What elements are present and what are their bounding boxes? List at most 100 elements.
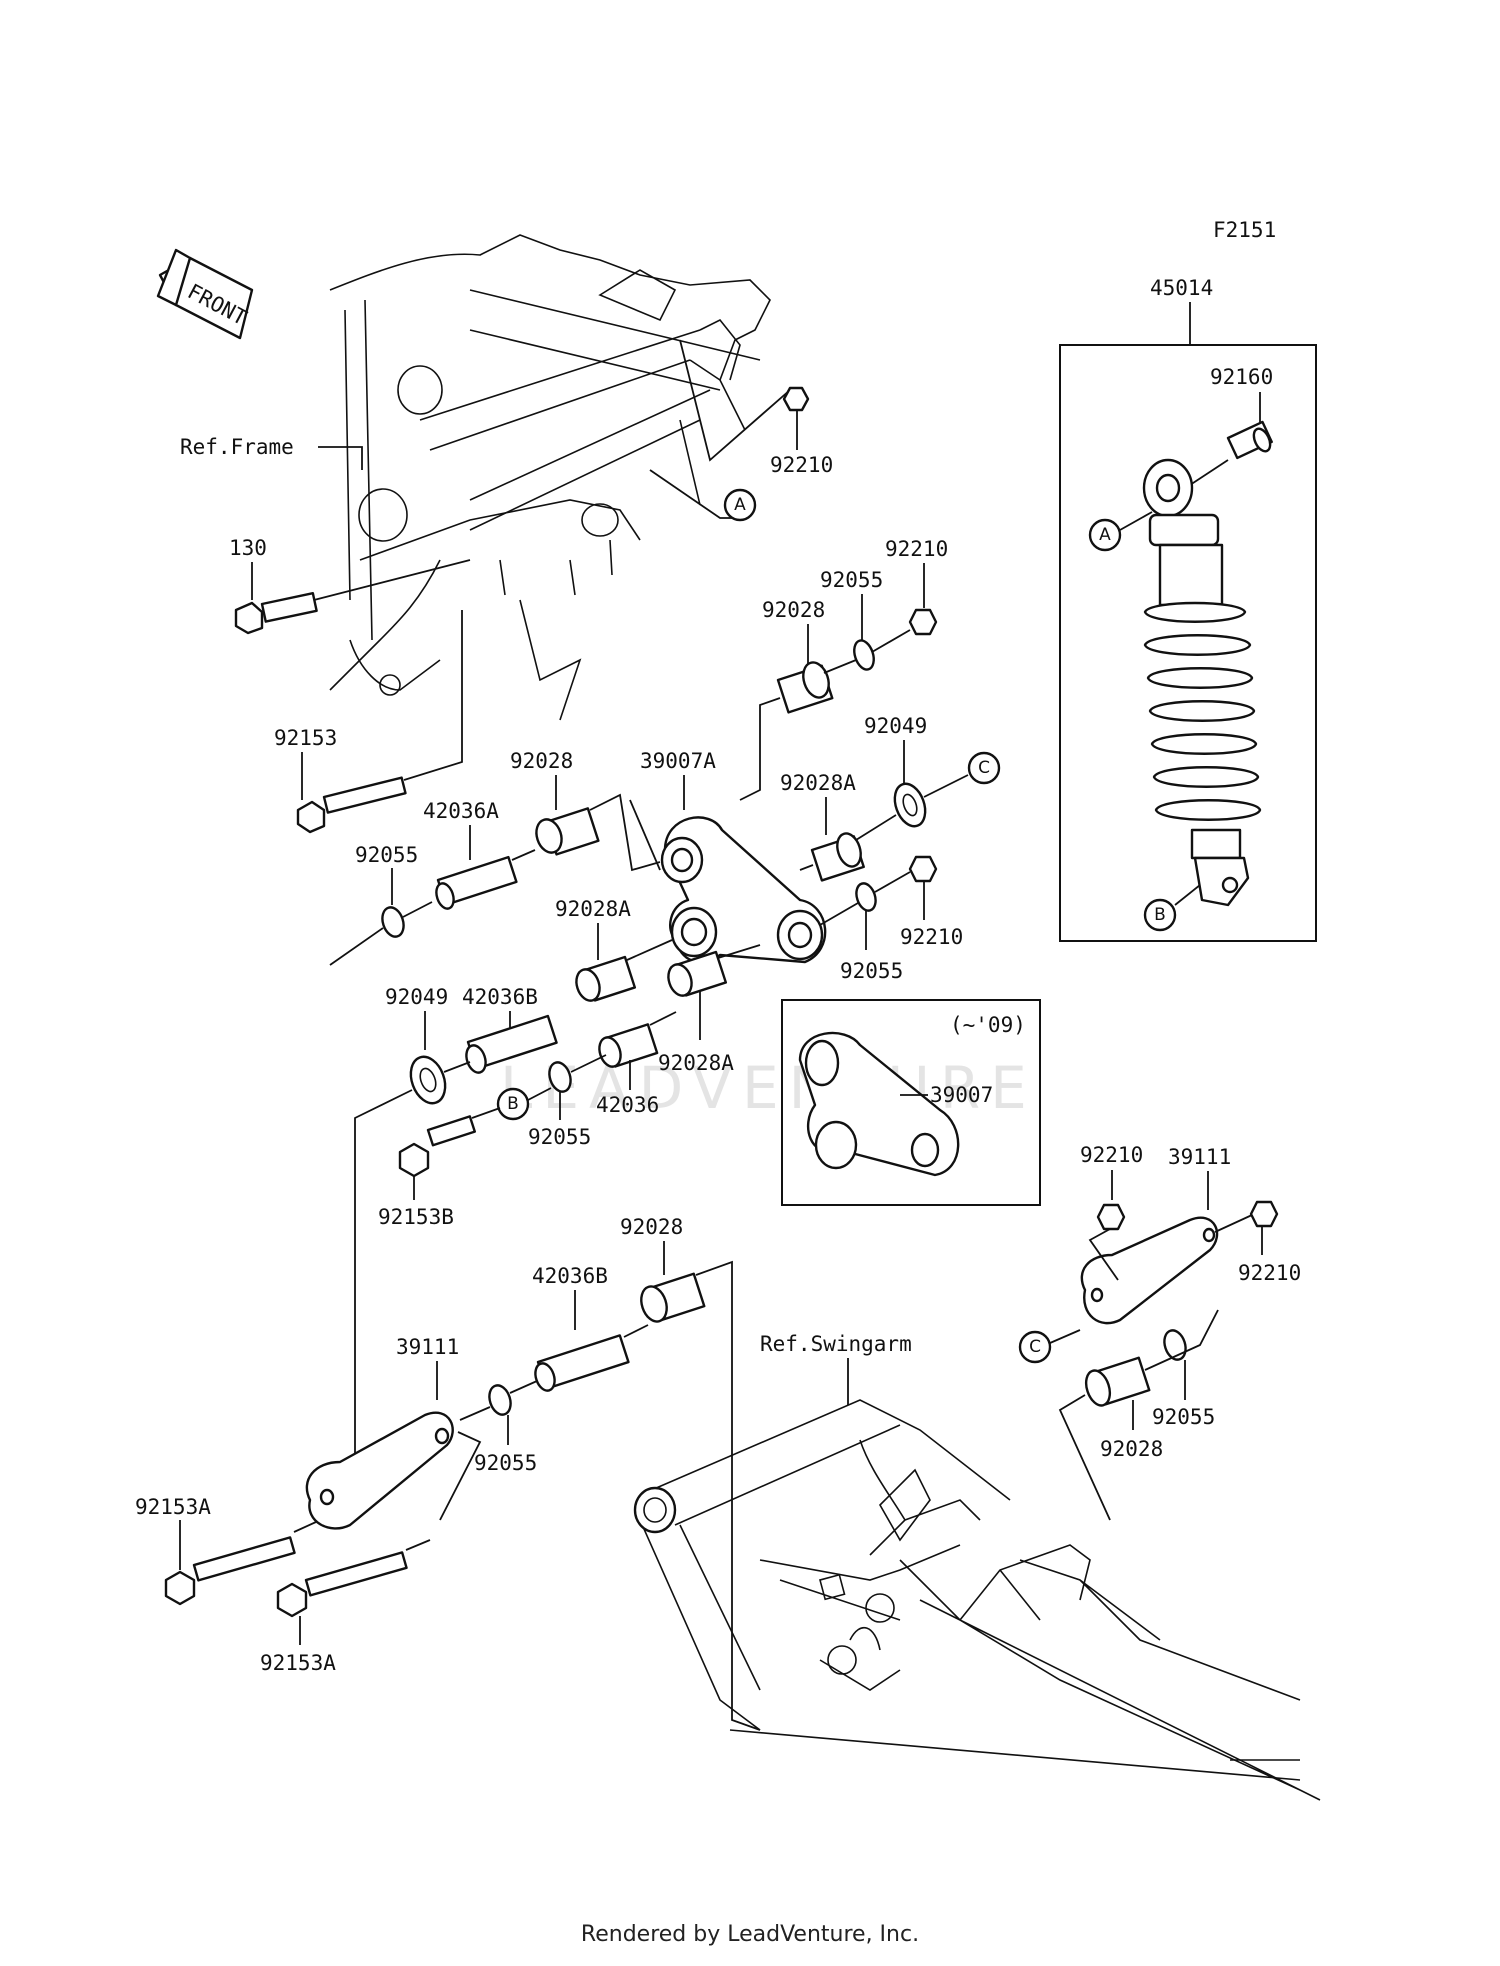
- label-42036B-lower: 42036B: [532, 1264, 608, 1288]
- sleeve-42036A: [435, 855, 518, 910]
- nut-92210-top: [782, 386, 810, 412]
- ref-frame-label: Ref.Frame: [180, 435, 294, 459]
- washer-92049-left: [409, 1055, 447, 1105]
- rear-shock-45014: [1142, 458, 1262, 907]
- label-92049-right: 92049: [864, 714, 927, 738]
- label-92028A-lower: 92028A: [658, 1051, 734, 1075]
- label-92028A-right: 92028A: [780, 771, 856, 795]
- chain-top-axis: [739, 629, 911, 801]
- label-39007A: 39007A: [640, 749, 716, 773]
- tie-rod-39111-left: [305, 1411, 454, 1530]
- label-92055-left: 92055: [355, 843, 418, 867]
- nut-92210-right-a: [1096, 1203, 1126, 1231]
- nut-92210-top-leader: [679, 339, 791, 462]
- collar-92028-top: [776, 661, 834, 714]
- label-42036A: 42036A: [423, 799, 499, 823]
- frame-drawing: [329, 234, 771, 721]
- label-92210-lower: 92210: [900, 925, 963, 949]
- marker-a-shock: [1088, 518, 1122, 552]
- collar-92028A-mid: [575, 955, 637, 1002]
- bolt-92153: [296, 776, 407, 834]
- bolt-130-axis: [313, 559, 471, 601]
- label-92055-lower-left: 92055: [474, 1451, 537, 1475]
- link-39007: [798, 1031, 960, 1177]
- label-92028A-mid: 92028A: [555, 897, 631, 921]
- nut-92210-lower: [908, 855, 938, 883]
- washer-92055-lower-right: [855, 882, 877, 912]
- marker-c-lower-text: C: [1029, 1337, 1041, 1357]
- marker-b-lower-text: B: [507, 1094, 519, 1114]
- marker-b-shock-leader: [1174, 884, 1201, 906]
- label-92153A-top: 92153A: [135, 1495, 211, 1519]
- washer-92055-lower-left-axis: [459, 1380, 538, 1421]
- label-92210-top: 92210: [770, 453, 833, 477]
- label-92055-b: 92055: [528, 1125, 591, 1149]
- label-92153A-bottom: 92153A: [260, 1651, 336, 1675]
- bolt-92153-axis: [403, 610, 463, 781]
- label-92153B: 92153B: [378, 1205, 454, 1229]
- marker-a-frame: [723, 488, 757, 522]
- ref-swingarm-label: Ref.Swingarm: [760, 1332, 912, 1356]
- tie-rod-right-axis: [1088, 1214, 1253, 1281]
- collar-92028A-right-axis: [799, 814, 897, 871]
- washer-92055-lower-left: [488, 1384, 512, 1416]
- washer-92049-left-hole: [419, 1067, 437, 1093]
- collar-42036-axis: [649, 1011, 677, 1026]
- marker-b-lower: [496, 1087, 530, 1121]
- variant-note: (~'09): [950, 1013, 1026, 1037]
- marker-c-right-text: C: [978, 758, 990, 778]
- right-lower-axis: [1058, 1309, 1219, 1521]
- collar-92028A-lower-axis: [717, 944, 761, 959]
- nut-92210-mid: [908, 608, 938, 636]
- label-39111-left: 39111: [396, 1335, 459, 1359]
- washer-92055-b: [548, 1061, 572, 1093]
- washer-92055-top: [853, 639, 875, 671]
- rocker-right-axis: [819, 871, 911, 926]
- label-45014: 45014: [1150, 276, 1213, 300]
- label-92210-mid: 92210: [885, 537, 948, 561]
- collar-92028A-lower: [667, 950, 728, 997]
- label-92049-left: 92049: [385, 985, 448, 1009]
- washer-92049-right: [893, 782, 927, 828]
- b-axis: [527, 1054, 607, 1101]
- collar-92028-left-axis: [589, 793, 661, 872]
- marker-b-shock-text: B: [1154, 905, 1166, 925]
- label-92028-top: 92028: [762, 598, 825, 622]
- swingarm-drawing: [633, 1399, 1321, 1801]
- marker-c-right-leader: [923, 774, 969, 798]
- label-92055-lower-right: 92055: [840, 959, 903, 983]
- front-arrow-icon: FRONT: [156, 248, 254, 340]
- footer-text: Rendered by LeadVenture, Inc.: [580, 1922, 920, 1947]
- bolt-92153B: [398, 1115, 476, 1178]
- bolt-92153A-top: [164, 1536, 296, 1606]
- bolt-92153B-axis: [471, 1107, 501, 1119]
- collar-92028-lower: [640, 1272, 706, 1323]
- label-42036B-mid: 42036B: [462, 985, 538, 1009]
- marker-a-shock-text: A: [1099, 525, 1111, 545]
- sleeve-42036B-lower-axis: [623, 1324, 649, 1338]
- collar-92028A-right: [810, 832, 865, 882]
- rocker-arm-39007A: [660, 816, 827, 964]
- washer-92055-left-axis: [329, 901, 433, 966]
- marker-a-frame-text: A: [734, 495, 746, 515]
- collar-42036: [598, 1023, 659, 1068]
- label-92153: 92153: [274, 726, 337, 750]
- marker-a-shock-leader: [1119, 511, 1153, 531]
- collar-92028-lower-axis: [695, 1260, 761, 1731]
- ref-frame-leader: [318, 446, 363, 470]
- washer-92055-left: [381, 906, 405, 938]
- marker-c-right: [967, 751, 1001, 785]
- shock-box: [1059, 344, 1317, 942]
- label-92028-left: 92028: [510, 749, 573, 773]
- bolt-92153A-top-axis: [293, 1521, 317, 1533]
- tie-rod-left-axis: [439, 1431, 482, 1521]
- variant-box: [781, 999, 1041, 1206]
- label-130: 130: [229, 536, 267, 560]
- marker-b-shock: [1143, 898, 1177, 932]
- collar-92028A-mid-axis: [626, 939, 673, 961]
- label-39111-right: 39111: [1168, 1145, 1231, 1169]
- diagram-code: F2151: [1213, 218, 1276, 242]
- bolt-92153A-bottom-axis: [405, 1539, 431, 1551]
- bolt-130: [234, 591, 318, 635]
